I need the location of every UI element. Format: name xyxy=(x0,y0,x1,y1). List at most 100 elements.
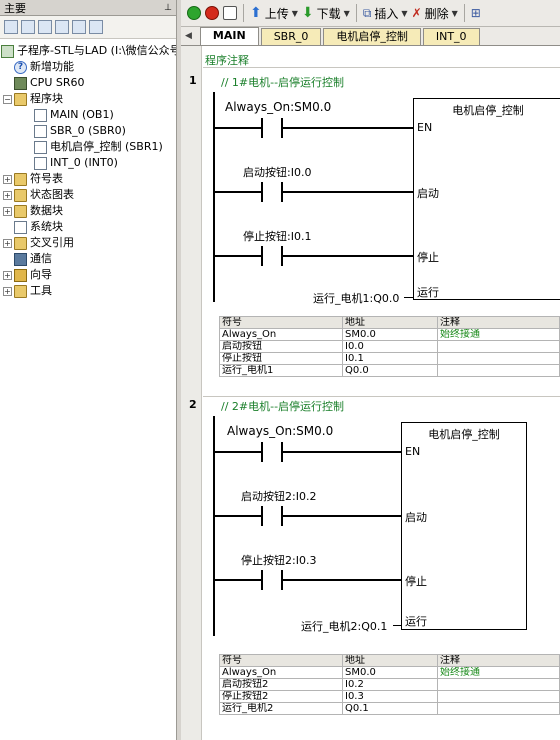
expand-icon[interactable]: + xyxy=(3,270,12,280)
tree-item-data-block[interactable]: + 数据块 xyxy=(3,204,63,218)
pin-stop: 停止 xyxy=(417,251,439,264)
table-row: 停止按钮2 I0.3 xyxy=(219,690,560,703)
tree-item-communication[interactable]: 通信 xyxy=(14,251,52,267)
tab-int0[interactable]: INT_0 xyxy=(422,28,480,45)
col-address: 地址 xyxy=(342,654,438,667)
contact-label: 启动按钮2:I0.2 xyxy=(241,490,317,503)
contact-label: 停止按钮:I0.1 xyxy=(243,230,312,243)
table-row: Always_On SM0.0 始终接通 xyxy=(219,666,560,679)
network-number[interactable]: 1 xyxy=(189,74,197,87)
table-row: 启动按钮2 I0.2 xyxy=(219,678,560,691)
block-icon[interactable] xyxy=(38,20,52,34)
communication-icon xyxy=(14,252,27,266)
power-rail xyxy=(213,416,215,636)
list-icon[interactable] xyxy=(55,20,69,34)
contact-label: Always_On:SM0.0 xyxy=(225,100,332,114)
program-comment[interactable]: 程序注释 xyxy=(205,54,249,67)
pin-run: 运行 xyxy=(405,615,427,628)
insert-button[interactable]: ⧉ 插入 ▼ xyxy=(362,5,408,21)
compile-icon[interactable] xyxy=(223,6,237,20)
download-button[interactable]: ⬇ 下载 ▼ xyxy=(301,5,350,21)
program-icon xyxy=(34,108,47,122)
panel-splitter[interactable] xyxy=(176,0,181,740)
tab-sbr0[interactable]: SBR_0 xyxy=(260,28,322,45)
table-row: 运行_电机1 Q0.0 xyxy=(219,364,560,377)
col-address: 地址 xyxy=(342,316,438,329)
tree-item-status-chart[interactable]: + 状态图表 xyxy=(3,188,74,202)
normally-open-contact[interactable] xyxy=(261,182,283,202)
tree-item-sbr1[interactable]: 电机启停_控制 (SBR1) xyxy=(34,139,163,155)
chevron-down-icon: ▼ xyxy=(451,8,458,18)
function-block-motor-control[interactable]: 电机启停_控制 EN 启动 停止 运行 xyxy=(413,98,560,300)
contact-label: 启动按钮:I0.0 xyxy=(243,166,312,179)
network-1-ladder: Always_On:SM0.0 启动按钮:I0.0 停止按钮:I0.1 电机启停… xyxy=(207,92,560,312)
network-comment[interactable]: // 1#电机--启停运行控制 xyxy=(221,76,345,89)
program-icon xyxy=(34,140,47,154)
expand-icon[interactable]: + xyxy=(3,206,12,216)
monitor-icon[interactable] xyxy=(89,20,103,34)
table-row: Always_On SM0.0 始终接通 xyxy=(219,328,560,341)
tree-item-symbol-table[interactable]: + 符号表 xyxy=(3,172,63,186)
tab-main[interactable]: MAIN xyxy=(199,27,259,45)
normally-open-contact[interactable] xyxy=(261,246,283,266)
tree-item-main[interactable]: MAIN (OB1) xyxy=(34,107,114,123)
upload-button[interactable]: ⬆ 上传 ▼ xyxy=(250,5,298,21)
insert-icon: ⧉ xyxy=(362,5,372,20)
expand-icon[interactable]: + xyxy=(3,190,12,200)
network-icon[interactable]: ⊞ xyxy=(470,6,481,20)
collapse-icon[interactable]: − xyxy=(3,94,12,104)
panel-title: 主要 xyxy=(4,1,26,15)
folder-icon xyxy=(14,188,27,202)
pin-icon[interactable]: ⊥ xyxy=(164,2,172,13)
tree-item-wizard[interactable]: + 向导 xyxy=(3,268,52,282)
editor-toolbar: ⬆ 上传 ▼ ⬇ 下载 ▼ ⧉ 插入 ▼ ✗ 删除 ▼ ⊞ xyxy=(181,0,560,27)
table-row: 启动按钮 I0.0 xyxy=(219,340,560,353)
tree-item-tools[interactable]: + 工具 xyxy=(3,284,52,298)
expand-icon[interactable]: + xyxy=(3,238,12,248)
tree-item-sbr0[interactable]: SBR_0 (SBR0) xyxy=(34,123,126,139)
tree-item-program-block[interactable]: − 程序块 xyxy=(3,92,63,106)
network-comment[interactable]: // 2#电机--启停运行控制 xyxy=(221,400,345,413)
symbol-table-network-1: 符号 地址 注释 Always_On SM0.0 始终接通 启动按钮 I0.0 … xyxy=(219,316,560,377)
stop-icon[interactable] xyxy=(205,6,219,20)
function-block-motor-control[interactable]: 电机启停_控制 EN 启动 停止 运行 xyxy=(401,422,527,630)
power-rail xyxy=(213,92,215,302)
col-comment: 注释 xyxy=(437,654,560,667)
tree-item-cpu[interactable]: CPU SR60 xyxy=(14,75,84,91)
block-title: 电机启停_控制 xyxy=(452,104,524,117)
pin-en: EN xyxy=(405,445,421,458)
expand-icon[interactable]: + xyxy=(3,286,12,296)
symbol-table-network-2: 符号 地址 注释 Always_On SM0.0 始终接通 启动按钮2 I0.2… xyxy=(219,654,560,715)
contact-label: Always_On:SM0.0 xyxy=(227,424,334,438)
tree-item-cross-ref[interactable]: + 交叉引用 xyxy=(3,236,74,250)
tree-item-int0[interactable]: INT_0 (INT0) xyxy=(34,155,118,171)
tree-item-new-features[interactable]: ? 新增功能 xyxy=(14,59,74,75)
panel-toolbar xyxy=(0,16,176,39)
contact-label: 停止按钮2:I0.3 xyxy=(241,554,317,567)
normally-open-contact[interactable] xyxy=(261,118,283,138)
network-number[interactable]: 2 xyxy=(189,398,197,411)
view-icon[interactable] xyxy=(4,20,18,34)
normally-open-contact[interactable] xyxy=(261,442,283,462)
tab-scroll-left-icon[interactable]: ◀ xyxy=(185,31,192,41)
normally-open-contact[interactable] xyxy=(261,570,283,590)
output-label[interactable]: 运行_电机1:Q0.0 xyxy=(313,292,400,305)
output-label[interactable]: 运行_电机2:Q0.1 xyxy=(301,620,388,633)
delete-button[interactable]: ✗ 删除 ▼ xyxy=(411,6,458,21)
normally-open-contact[interactable] xyxy=(261,506,283,526)
block-title: 电机启停_控制 xyxy=(428,428,500,441)
program-icon xyxy=(34,156,47,170)
table-icon[interactable] xyxy=(21,20,35,34)
run-icon[interactable] xyxy=(187,6,201,20)
tree-root[interactable]: 子程序-STL与LAD (I:\微信公众号 xyxy=(1,43,181,59)
expand-icon[interactable]: + xyxy=(3,174,12,184)
col-symbol: 符号 xyxy=(219,316,343,329)
tab-motor-control[interactable]: 电机启停_控制 xyxy=(323,28,421,45)
tree-item-system-block[interactable]: 系统块 xyxy=(14,219,63,235)
wizard-icon xyxy=(14,268,27,282)
ladder-editor[interactable]: 程序注释 1 // 1#电机--启停运行控制 Always_On:SM0.0 启… xyxy=(181,46,560,740)
grid-icon[interactable] xyxy=(72,20,86,34)
project-icon xyxy=(1,44,14,58)
download-arrow-icon: ⬇ xyxy=(301,5,314,21)
editor-tabs: ◀ MAIN SBR_0 电机启停_控制 INT_0 xyxy=(181,27,560,46)
